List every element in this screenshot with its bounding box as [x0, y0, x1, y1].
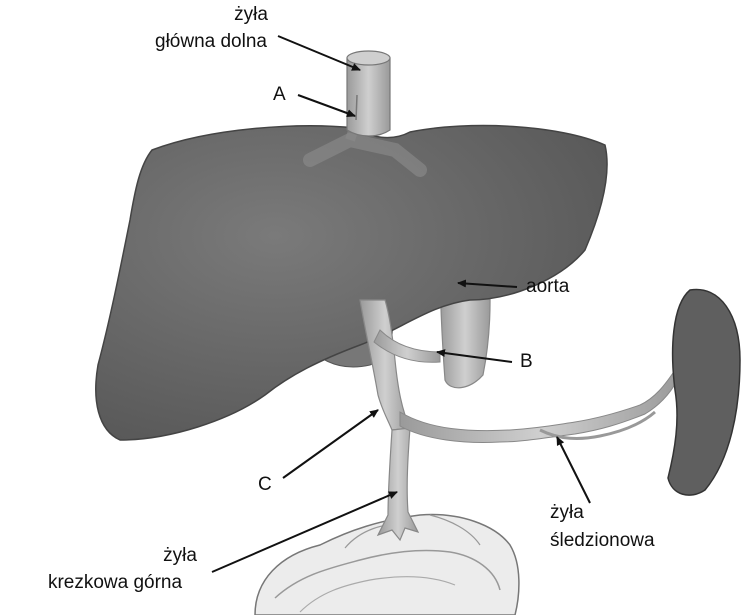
spleen: [668, 289, 740, 495]
label-b: B: [520, 351, 533, 373]
label-ivc-line2: główna dolna: [126, 31, 296, 53]
portal-vein: [360, 300, 680, 540]
label-a: A: [273, 84, 286, 106]
label-c: C: [258, 474, 272, 496]
label-ivc-line1: żyła: [186, 4, 316, 26]
arrow-c: [283, 410, 378, 478]
inferior-vena-cava: [347, 51, 390, 136]
arrow-splenic: [557, 437, 590, 503]
label-aorta: aorta: [526, 276, 569, 298]
label-sup-mesenteric-line2: krezkowa górna: [0, 572, 230, 594]
label-sup-mesenteric-line1: żyła: [120, 545, 240, 567]
label-splenic-line2: śledzionowa: [550, 530, 655, 552]
label-splenic-line1: żyła: [550, 502, 584, 524]
